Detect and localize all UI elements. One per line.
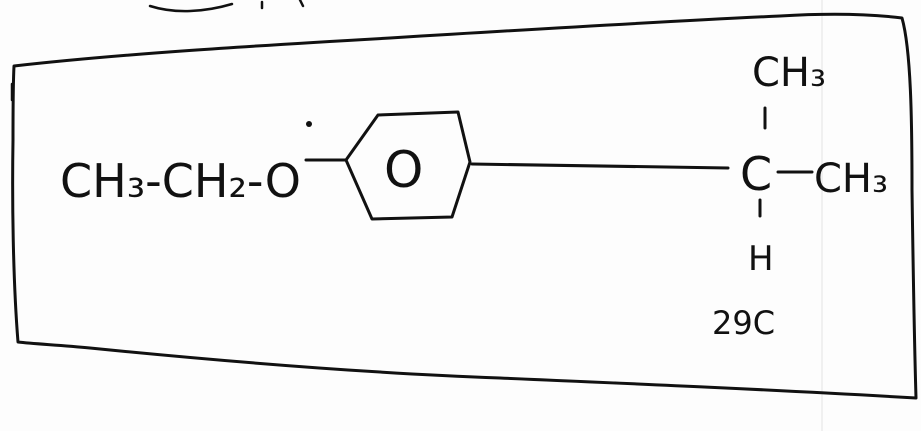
left-chain-label: CH₃-CH₂-O — [60, 154, 301, 208]
branch-bottom-label: H — [748, 239, 774, 279]
top-edge-scribble — [148, 0, 305, 13]
enclosing-box — [11, 12, 918, 400]
bond-ring-carbon — [470, 162, 730, 170]
branch-right-label: CH₃ — [814, 156, 888, 202]
benzene-ring — [344, 110, 472, 221]
branch-top-label: CH₃ — [752, 50, 826, 96]
branch-center-label: C — [740, 147, 772, 201]
annotation-label: 29C — [712, 304, 775, 342]
stray-dot — [306, 121, 312, 127]
ring-inner-label: O — [384, 141, 423, 199]
